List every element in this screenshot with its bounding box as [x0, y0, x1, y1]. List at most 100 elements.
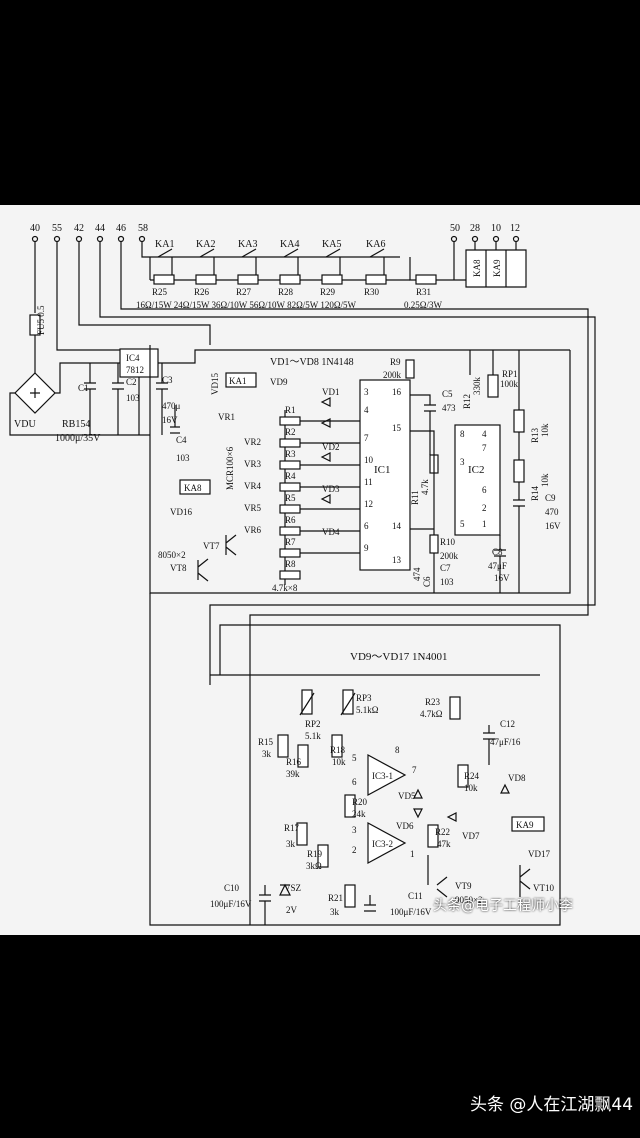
svg-text:VR3: VR3 — [244, 459, 262, 469]
svg-text:R25: R25 — [152, 287, 168, 297]
svg-text:1: 1 — [482, 519, 487, 529]
svg-text:R1: R1 — [285, 405, 296, 415]
svg-text:6: 6 — [364, 521, 369, 531]
svg-text:16V: 16V — [545, 521, 561, 531]
svg-text:2: 2 — [482, 503, 487, 513]
svg-text:VD1～VD8 1N4148: VD1～VD8 1N4148 — [270, 357, 354, 368]
svg-text:R30: R30 — [364, 287, 380, 297]
svg-text:4: 4 — [482, 429, 487, 439]
svg-text:R8: R8 — [285, 559, 296, 569]
svg-text:8: 8 — [395, 745, 400, 755]
svg-text:R15: R15 — [258, 737, 274, 747]
ic1-chip — [359, 379, 411, 571]
power-resistors — [153, 274, 437, 285]
svg-text:6: 6 — [482, 485, 487, 495]
svg-text:KA8: KA8 — [184, 483, 202, 493]
svg-text:FU5 0.5: FU5 0.5 — [36, 305, 46, 335]
svg-text:VT9: VT9 — [455, 881, 472, 891]
svg-text:C1: C1 — [78, 383, 89, 393]
svg-text:RP2: RP2 — [305, 719, 321, 729]
svg-text:16V: 16V — [162, 415, 178, 425]
svg-text:R29: R29 — [320, 287, 336, 297]
svg-text:IC2: IC2 — [468, 464, 485, 476]
outer-watermark: 头条 @人在江湖飘44 — [470, 1095, 634, 1115]
svg-text:16Ω/15W 24Ω/15W 36Ω/10W 56Ω/10: 16Ω/15W 24Ω/15W 36Ω/10W 56Ω/10W 82Ω/5W 1… — [136, 300, 357, 310]
svg-text:C3: C3 — [162, 375, 173, 385]
svg-text:58: 58 — [138, 223, 148, 234]
svg-text:103: 103 — [440, 577, 454, 587]
svg-text:5.1kΩ: 5.1kΩ — [356, 705, 379, 715]
svg-text:R10: R10 — [440, 537, 456, 547]
svg-text:R20: R20 — [352, 797, 368, 807]
svg-text:KA2: KA2 — [196, 239, 215, 250]
op-amp-ic3 — [367, 753, 407, 865]
svg-text:VR1: VR1 — [218, 412, 235, 422]
svg-text:C5: C5 — [442, 389, 453, 399]
svg-text:VD9: VD9 — [270, 377, 288, 387]
svg-text:10k: 10k — [332, 757, 346, 767]
svg-text:C7: C7 — [440, 563, 451, 573]
svg-text:VD17: VD17 — [528, 849, 550, 859]
svg-text:46: 46 — [116, 223, 126, 234]
svg-text:VR5: VR5 — [244, 503, 262, 513]
svg-text:10: 10 — [364, 455, 374, 465]
svg-text:R27: R27 — [236, 287, 252, 297]
svg-text:VD1: VD1 — [322, 387, 340, 397]
svg-text:0.25Ω/3W: 0.25Ω/3W — [404, 300, 442, 310]
svg-text:8050×2: 8050×2 — [158, 550, 186, 560]
svg-text:3k: 3k — [286, 839, 296, 849]
svg-text:2: 2 — [352, 845, 357, 855]
svg-text:RP3: RP3 — [356, 693, 372, 703]
inner-watermark: 头条@电子工程师小李 — [433, 898, 573, 914]
svg-text:R17: R17 — [284, 823, 300, 833]
svg-text:VDU: VDU — [14, 419, 36, 430]
svg-text:VR4: VR4 — [244, 481, 262, 491]
svg-text:R31: R31 — [416, 287, 431, 297]
svg-text:10k: 10k — [540, 423, 550, 437]
svg-text:KA1: KA1 — [229, 376, 247, 386]
svg-text:473: 473 — [442, 403, 456, 413]
svg-text:474: 474 — [412, 567, 422, 581]
svg-text:44: 44 — [95, 223, 105, 234]
svg-text:24k: 24k — [352, 809, 366, 819]
svg-text:R14: R14 — [530, 485, 540, 501]
svg-text:8: 8 — [460, 429, 465, 439]
svg-text:R12: R12 — [462, 394, 472, 409]
svg-text:MCR100×6: MCR100×6 — [225, 446, 235, 490]
terminal-labels: 40 55 42 44 46 58 50 28 10 12 — [30, 223, 520, 234]
svg-text:RB154: RB154 — [62, 419, 90, 430]
svg-text:R9: R9 — [390, 357, 401, 367]
svg-text:9050×2: 9050×2 — [455, 895, 483, 905]
svg-text:R13: R13 — [530, 427, 540, 443]
svg-text:R28: R28 — [278, 287, 294, 297]
svg-text:R21: R21 — [328, 893, 343, 903]
svg-text:3k: 3k — [262, 749, 272, 759]
svg-text:VD6: VD6 — [396, 821, 414, 831]
svg-text:3kΩ: 3kΩ — [306, 861, 322, 871]
svg-text:3k: 3k — [330, 907, 340, 917]
svg-text:4.7k: 4.7k — [420, 479, 430, 495]
svg-text:KA6: KA6 — [366, 239, 385, 250]
svg-text:7: 7 — [412, 765, 417, 775]
svg-text:470: 470 — [545, 507, 559, 517]
svg-text:KA8: KA8 — [472, 259, 482, 277]
svg-text:C2: C2 — [126, 377, 137, 387]
svg-text:VD4: VD4 — [322, 527, 340, 537]
svg-text:3: 3 — [460, 457, 465, 467]
svg-text:200k: 200k — [383, 370, 402, 380]
svg-text:R23: R23 — [425, 697, 441, 707]
svg-text:R5: R5 — [285, 493, 296, 503]
svg-text:103: 103 — [176, 453, 190, 463]
svg-text:11: 11 — [364, 477, 373, 487]
svg-text:R19: R19 — [307, 849, 323, 859]
svg-text:VT10: VT10 — [533, 883, 554, 893]
svg-text:VR2: VR2 — [244, 437, 261, 447]
svg-text:R22: R22 — [435, 827, 450, 837]
svg-text:KA5: KA5 — [322, 239, 341, 250]
svg-text:R3: R3 — [285, 449, 296, 459]
svg-text:1000μ/35V: 1000μ/35V — [55, 433, 101, 444]
svg-text:KA9: KA9 — [516, 820, 534, 830]
svg-text:3: 3 — [352, 825, 357, 835]
svg-text:C12: C12 — [500, 719, 515, 729]
svg-text:47μF/16: 47μF/16 — [490, 737, 521, 747]
